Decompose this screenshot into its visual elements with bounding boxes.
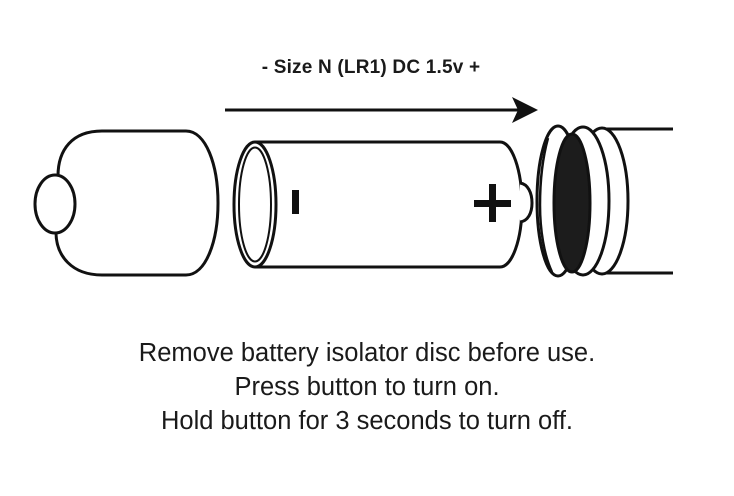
instruction-line: Remove battery isolator disc before use. <box>138 339 596 367</box>
battery-polarity-label: - Size N (LR1) DC 1.5v + <box>0 57 734 79</box>
battery-icon <box>232 140 534 269</box>
instruction-line: Hold button for 3 seconds to turn off. <box>160 407 574 435</box>
end-cap-icon <box>33 129 220 277</box>
insertion-arrow-icon <box>225 97 538 123</box>
battery-positive-terminal-icon <box>474 184 511 222</box>
instruction-line: Press button to turn on. <box>234 373 500 401</box>
battery-size-text: - Size N (LR1) DC 1.5v + <box>261 57 481 78</box>
instructions-text: Remove battery isolator disc before use.… <box>0 336 734 438</box>
device-body-icon <box>535 124 673 278</box>
battery-negative-terminal-icon <box>292 190 299 214</box>
